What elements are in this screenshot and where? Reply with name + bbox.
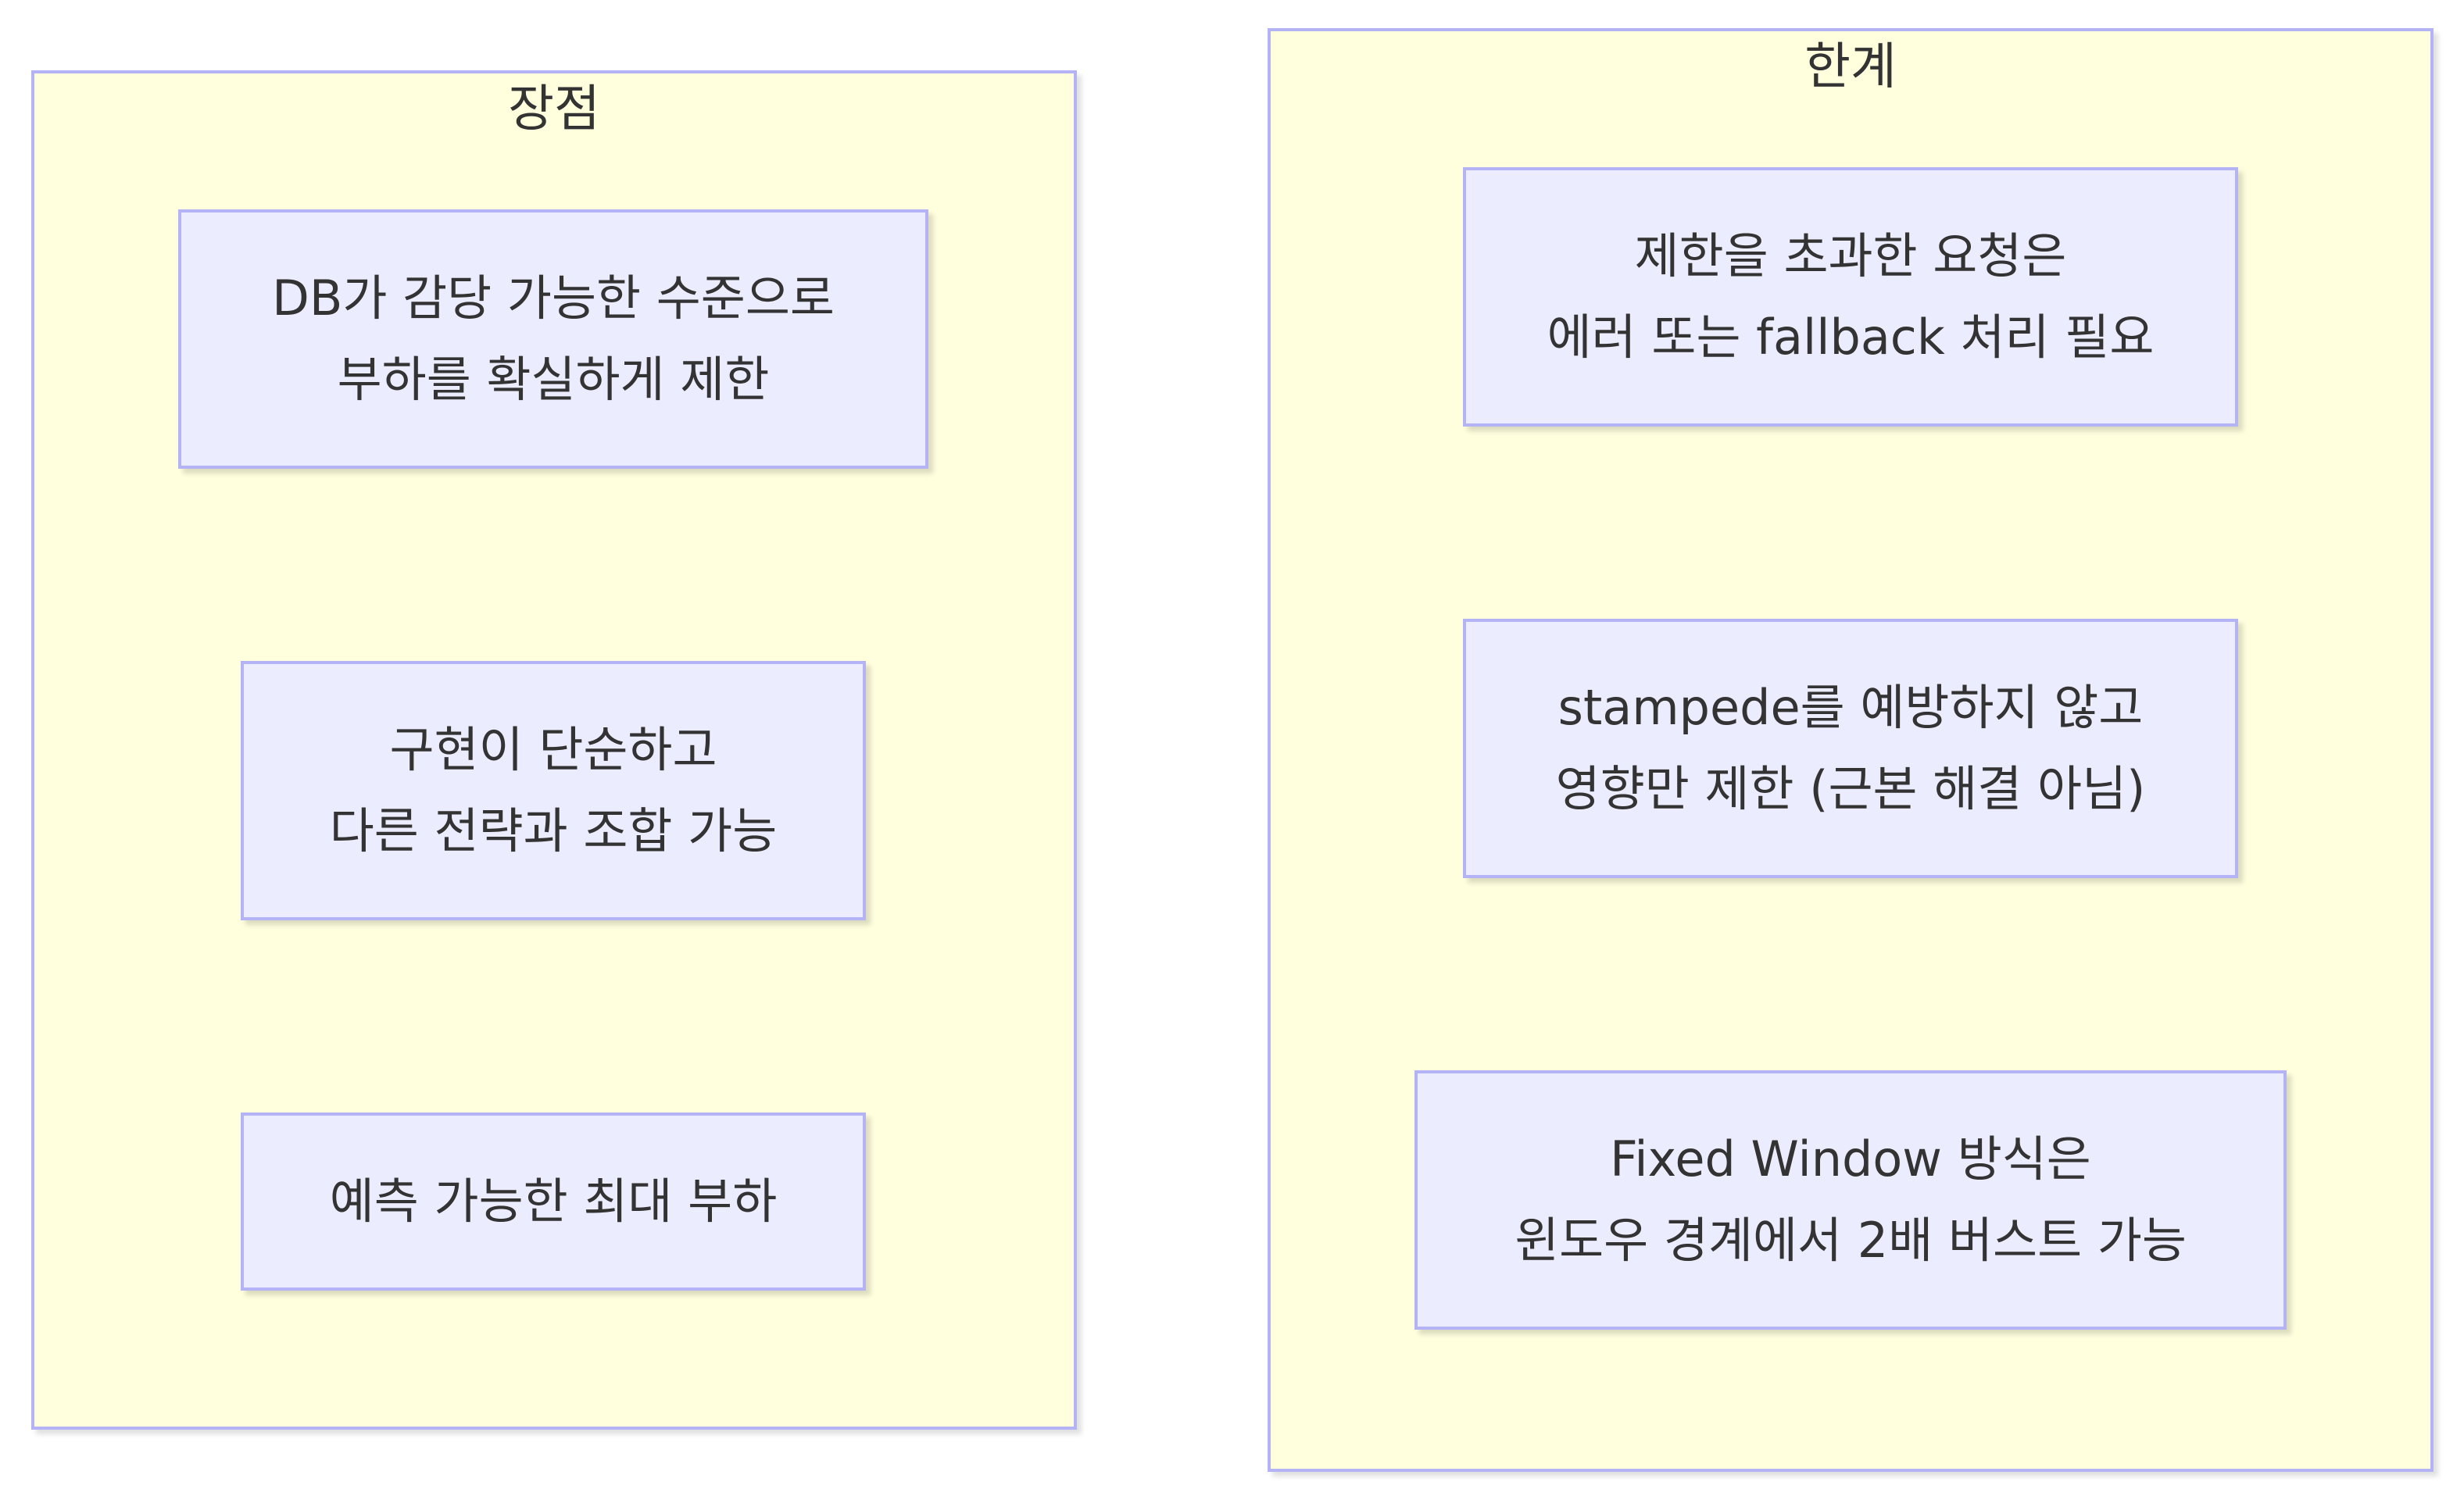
node-text-line: 영향만 제한 (근본 해결 아님) xyxy=(1555,760,2146,817)
advantage-node-db-load: DB가 감당 가능한 수준으로 부하를 확실하게 제한 xyxy=(178,209,928,469)
node-text-line: 에러 또는 fallback 처리 필요 xyxy=(1547,309,2155,366)
node-text-line: 구현이 단순하고 xyxy=(389,721,717,778)
limitations-group: 한계 제한을 초과한 요청은 에러 또는 fallback 처리 필요 stam… xyxy=(1268,28,2434,1472)
limitation-node-stampede: stampede를 예방하지 않고 영향만 제한 (근본 해결 아님) xyxy=(1463,619,2238,878)
advantage-node-predictable: 예측 가능한 최대 부하 xyxy=(241,1112,866,1291)
node-text-line: 제한을 초과한 요청은 xyxy=(1634,227,2067,284)
node-text-line: DB가 감당 가능한 수준으로 xyxy=(272,270,835,327)
limitations-title: 한계 xyxy=(1804,38,1897,96)
node-text-line: 윈도우 경계에서 2배 버스트 가능 xyxy=(1515,1212,2187,1269)
limitation-node-fixed-window: Fixed Window 방식은 윈도우 경계에서 2배 버스트 가능 xyxy=(1414,1070,2287,1330)
advantage-node-simple: 구현이 단순하고 다른 전략과 조합 가능 xyxy=(241,661,866,920)
limitation-node-fallback: 제한을 초과한 요청은 에러 또는 fallback 처리 필요 xyxy=(1463,167,2238,427)
node-text-line: 예측 가능한 최대 부하 xyxy=(329,1173,778,1230)
node-text-line: 다른 전략과 조합 가능 xyxy=(329,802,778,859)
node-text-line: stampede를 예방하지 않고 xyxy=(1557,679,2144,736)
advantages-title: 장점 xyxy=(508,80,600,138)
node-text-line: 부하를 확실하게 제한 xyxy=(337,351,770,408)
advantages-group: 장점 DB가 감당 가능한 수준으로 부하를 확실하게 제한 구현이 단순하고 … xyxy=(31,70,1077,1430)
node-text-line: Fixed Window 방식은 xyxy=(1610,1130,2091,1188)
